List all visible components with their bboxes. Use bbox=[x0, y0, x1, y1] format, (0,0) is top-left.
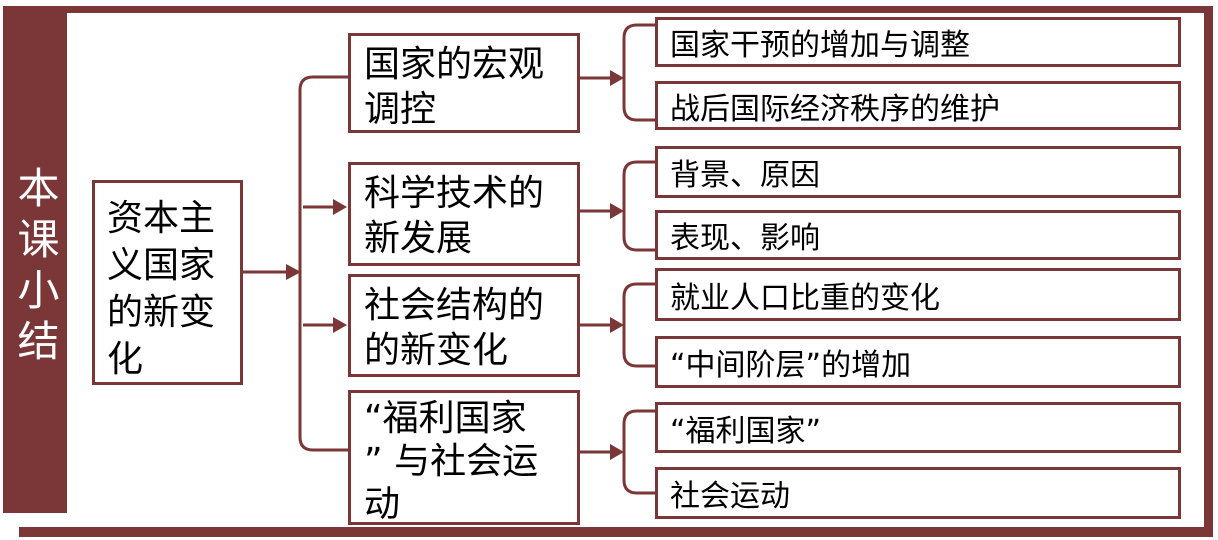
lesson-summary-bar: 本课小结 bbox=[3, 6, 67, 513]
group4-bracket bbox=[622, 409, 655, 495]
main-bracket bbox=[298, 75, 348, 452]
frame-top-border bbox=[66, 6, 1213, 13]
page-title: 本课小结 bbox=[11, 166, 60, 370]
leaf-node-welfare-state: “福利国家” bbox=[655, 402, 1181, 453]
branch-node-science-tech: 科学技术的 新发展 bbox=[348, 162, 580, 266]
branch3-arrowhead-icon bbox=[333, 317, 347, 333]
leaf-node-manifestation-impact: 表现、影响 bbox=[655, 210, 1181, 260]
leaf-node-postwar-order: 战后国际经济秩序的维护 bbox=[655, 81, 1181, 130]
branch2-arrowhead-icon bbox=[333, 199, 347, 215]
group1-bracket bbox=[622, 23, 655, 122]
frame-bottom-border bbox=[19, 527, 1213, 537]
branch-node-welfare-state: “福利国家 ” 与社会运 动 bbox=[348, 390, 580, 525]
group2-bracket bbox=[622, 160, 655, 252]
frame-right-border bbox=[1204, 6, 1213, 533]
leaf-node-middle-class: “中间阶层”的增加 bbox=[655, 336, 1181, 388]
leaf-node-state-intervention: 国家干预的增加与调整 bbox=[655, 17, 1181, 67]
leaf-node-social-movements: 社会运动 bbox=[655, 467, 1181, 519]
branch-node-macro-regulation: 国家的宏观 调控 bbox=[348, 33, 580, 133]
group1-arrowhead-icon bbox=[610, 70, 624, 86]
leaf-node-employment-share: 就业人口比重的变化 bbox=[655, 268, 1181, 321]
group2-arrowhead-icon bbox=[610, 203, 624, 219]
branch-node-social-structure: 社会结构的 的新变化 bbox=[348, 274, 580, 377]
root-arrowhead-icon bbox=[286, 264, 301, 280]
root-node: 资本主 义国家 的新变 化 bbox=[92, 180, 243, 385]
group3-bracket bbox=[622, 282, 655, 368]
group4-arrowhead-icon bbox=[610, 444, 624, 460]
leaf-node-background-causes: 背景、原因 bbox=[655, 146, 1181, 198]
group3-arrowhead-icon bbox=[610, 317, 624, 333]
